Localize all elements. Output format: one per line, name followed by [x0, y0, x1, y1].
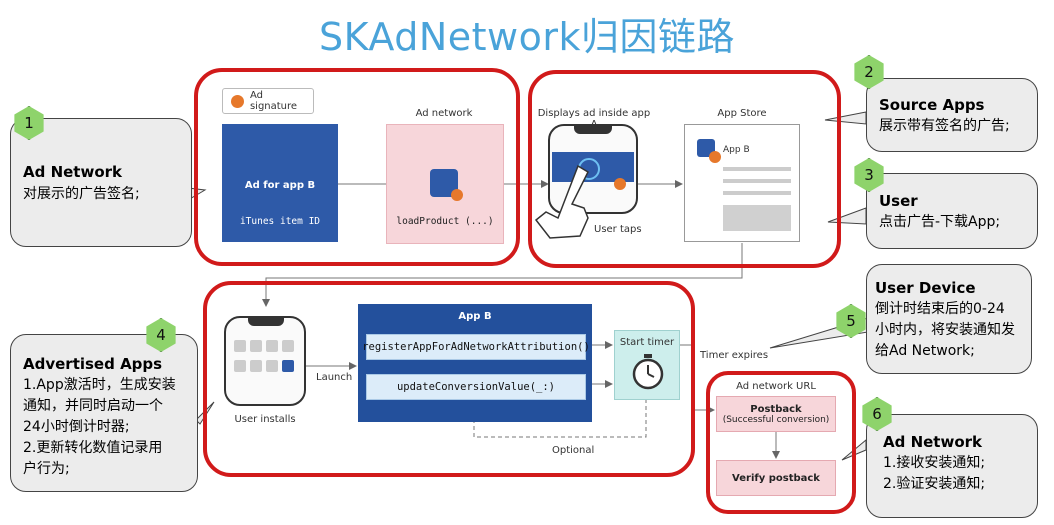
postback-label: Postback: [750, 403, 802, 415]
launch-label: Launch: [316, 372, 353, 383]
ad-signature-legend: Ad signature: [222, 88, 314, 114]
callout-heading: Advertised Apps: [23, 355, 163, 373]
optional-label: Optional: [552, 445, 595, 456]
callout-text: 1.App激活时，生成安装 通知，并同时启动一个 24小时倒计时器; 2.更新转…: [23, 377, 176, 477]
ad-network-label: Ad network: [415, 108, 473, 119]
app-tile: [234, 340, 246, 352]
callout-text: 展示带有签名的广告;: [879, 118, 1010, 134]
register-attribution-call: registerAppForAdNetworkAttribution(): [362, 334, 590, 360]
callout-heading: User: [879, 192, 918, 210]
app-b-panel: App B registerAppForAdNetworkAttribution…: [358, 304, 592, 422]
step-badge-6: 6: [862, 397, 892, 431]
callout-ad-network-sign: Ad Network 对展示的广告签名;: [10, 118, 192, 247]
callout-user-device: User Device 倒计时结束后的0-24 小时内，将安装通知发 给Ad N…: [866, 264, 1032, 374]
step-badge-5: 5: [836, 304, 866, 338]
verify-postback-box: Verify postback: [716, 460, 836, 496]
group-postback: [706, 371, 856, 514]
step-badge-2: 2: [854, 55, 884, 89]
user-installs-label: User installs: [234, 414, 296, 425]
load-product-label: loadProduct (...): [396, 216, 494, 227]
app-store-page: App B: [684, 124, 800, 242]
callout-text: 点击广告-下载App;: [879, 214, 1001, 230]
callout-text: 对展示的广告签名;: [23, 186, 140, 202]
app-tile: [266, 340, 278, 352]
page-title: SKAdNetwork归因链路: [319, 15, 735, 59]
ad-for-app-b-label: Ad for app B: [244, 180, 316, 191]
phone-notch: [574, 126, 612, 134]
callout-heading: Ad Network: [883, 433, 983, 451]
callout-ad-network-verify: Ad Network 1.接收安装通知; 2.验证安装通知;: [866, 414, 1038, 518]
group-advertised-app: [203, 281, 695, 477]
update-conversion-call: updateConversionValue(_:): [366, 374, 586, 400]
signature-dot-icon: [614, 178, 626, 190]
start-timer-label: Start timer: [619, 337, 675, 348]
arrow-store-to-install: [262, 243, 743, 307]
user-taps-label: User taps: [594, 224, 642, 235]
installs-phone: [224, 316, 306, 406]
ad-signature-label: Ad signature: [249, 90, 298, 112]
callout-heading: Ad Network: [23, 163, 123, 181]
ad-network-url-label: Ad network URL: [736, 381, 816, 392]
postback-box: Postback (Successful conversion): [716, 396, 836, 432]
app-tile: [282, 340, 294, 352]
step-badge-3: 3: [854, 158, 884, 192]
signature-dot-icon: [451, 189, 463, 201]
callout-text: 倒计时结束后的0-24 小时内，将安装通知发 给Ad Network;: [875, 301, 1015, 359]
app-b-label: App B: [723, 145, 750, 155]
successful-conversion-label: (Successful conversion): [722, 414, 830, 425]
callout-heading: Source Apps: [879, 96, 985, 114]
callout-source-apps: Source Apps 展示带有签名的广告;: [866, 78, 1038, 152]
ad-for-app-b-card: Ad for app B iTunes item ID: [222, 124, 338, 242]
app-tile: [234, 360, 246, 372]
placeholder-block: [723, 205, 791, 231]
placeholder-line: [723, 179, 791, 183]
callout-advertised-apps: Advertised Apps 1.App激活时，生成安装 通知，并同时启动一个…: [10, 334, 198, 492]
signature-dot-icon: [709, 151, 721, 163]
app-tile: [250, 360, 262, 372]
itunes-item-id-label: iTunes item ID: [239, 216, 321, 227]
placeholder-line: [723, 167, 791, 171]
app-tile: [266, 360, 278, 372]
group-ad-network: [194, 68, 520, 266]
source-phone: [548, 124, 638, 214]
app-tile: [250, 340, 262, 352]
start-timer-box: Start timer: [614, 330, 680, 400]
callout-user: User 点击广告-下载App;: [866, 173, 1038, 249]
app-b-panel-title: App B: [458, 311, 492, 322]
callout-text: 1.接收安装通知; 2.验证安装通知;: [883, 455, 986, 492]
app-b-tile: [282, 360, 294, 372]
timer-expires-label: Timer expires: [700, 350, 769, 361]
placeholder-line: [723, 191, 791, 195]
stopwatch-icon: [632, 354, 664, 390]
callout-heading: User Device: [875, 279, 976, 297]
phone-notch: [248, 318, 284, 326]
ad-network-box: loadProduct (...): [386, 124, 504, 244]
hand-pointer-icon: [534, 164, 589, 239]
arrow-optional-loop: [470, 399, 647, 438]
signature-dot-icon: [231, 94, 244, 108]
group-source-app: [528, 70, 841, 268]
app-store-label: App Store: [717, 108, 767, 119]
